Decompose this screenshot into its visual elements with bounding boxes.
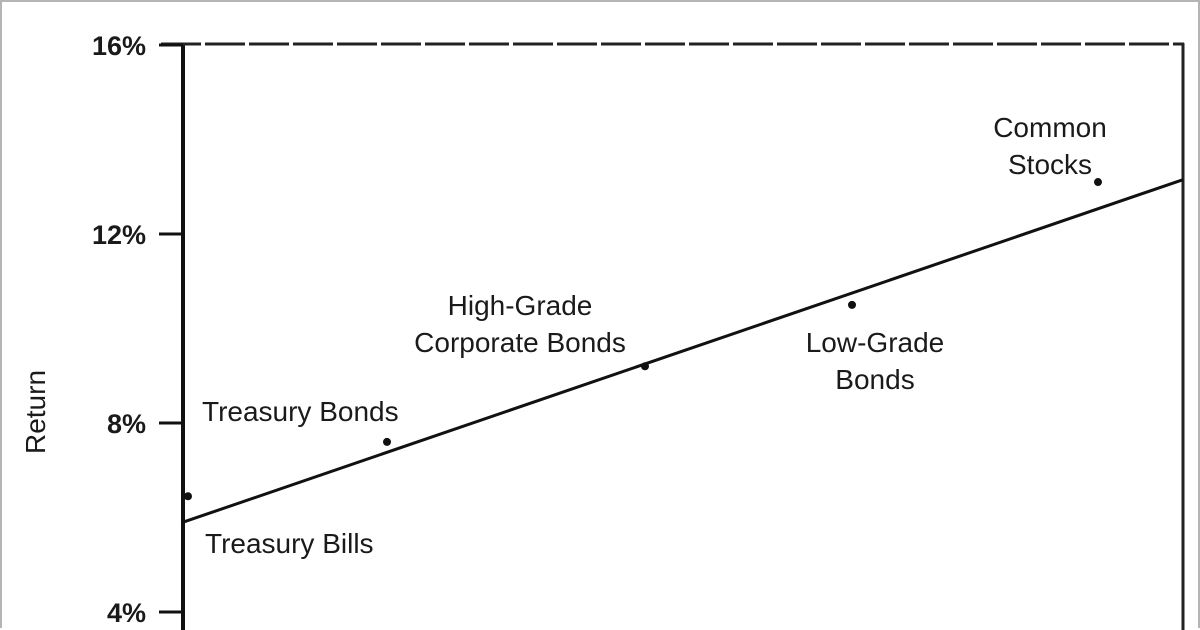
data-point [383, 437, 391, 446]
point-label-common-stocks: Common [993, 112, 1107, 143]
marks [182, 178, 1184, 524]
y-tick-label: 8% [107, 409, 146, 439]
regression-line [182, 178, 1184, 524]
y-tick-label: 16% [92, 31, 146, 61]
point-label-high-grade: High-Grade [448, 290, 593, 321]
data-point [1094, 178, 1102, 187]
point-label-common-stocks: Stocks [1008, 149, 1092, 180]
y-tick-label: 12% [92, 220, 146, 250]
point-label-low-grade: Low-Grade [806, 327, 945, 358]
y-axis-label: Return [20, 370, 51, 454]
data-point [641, 362, 649, 371]
point-label-treasury-bills: Treasury Bills [205, 528, 374, 559]
axes: 16% 12% 8% 4% [92, 31, 1185, 630]
y-tick-label: 4% [107, 598, 146, 628]
point-label-treasury-bonds: Treasury Bonds [202, 396, 399, 427]
data-point [848, 300, 856, 309]
data-point [184, 492, 192, 501]
point-label-high-grade: Corporate Bonds [414, 327, 626, 358]
point-label-low-grade: Bonds [835, 364, 914, 395]
